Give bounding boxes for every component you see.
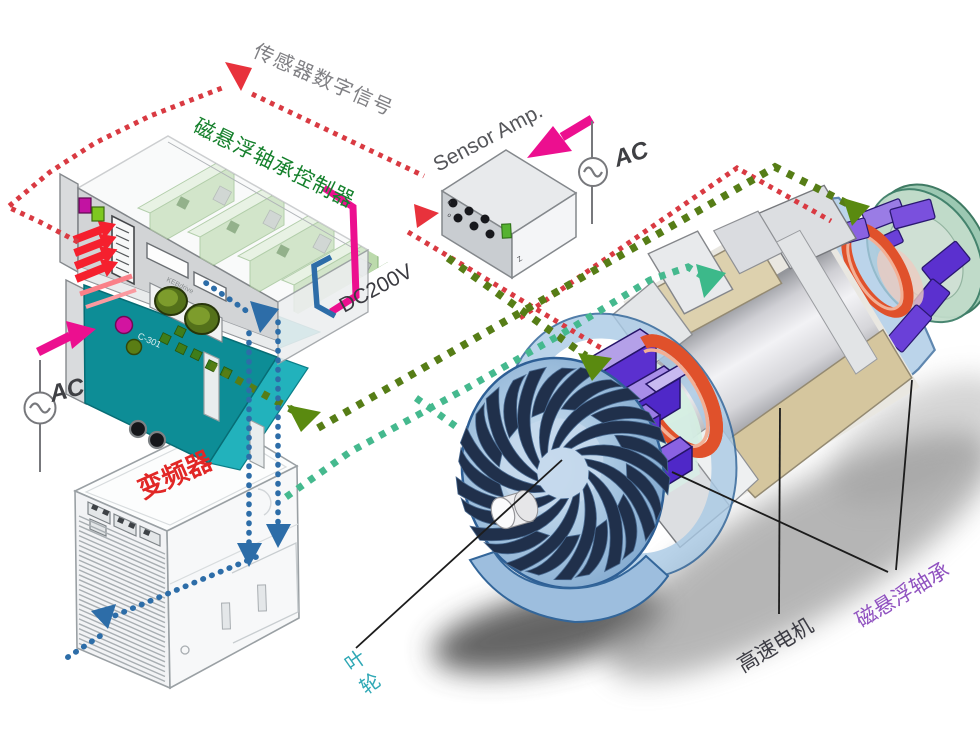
svg-text:Z: Z bbox=[516, 255, 524, 264]
svg-text:o: o bbox=[446, 199, 452, 206]
svg-text:o: o bbox=[446, 212, 452, 219]
svg-text:AC: AC bbox=[610, 136, 653, 173]
svg-text:传感器数字信号: 传感器数字信号 bbox=[250, 39, 397, 120]
svg-text:轮: 轮 bbox=[356, 669, 386, 699]
svg-text:AC: AC bbox=[46, 373, 88, 408]
svg-text:叶: 叶 bbox=[341, 646, 371, 676]
